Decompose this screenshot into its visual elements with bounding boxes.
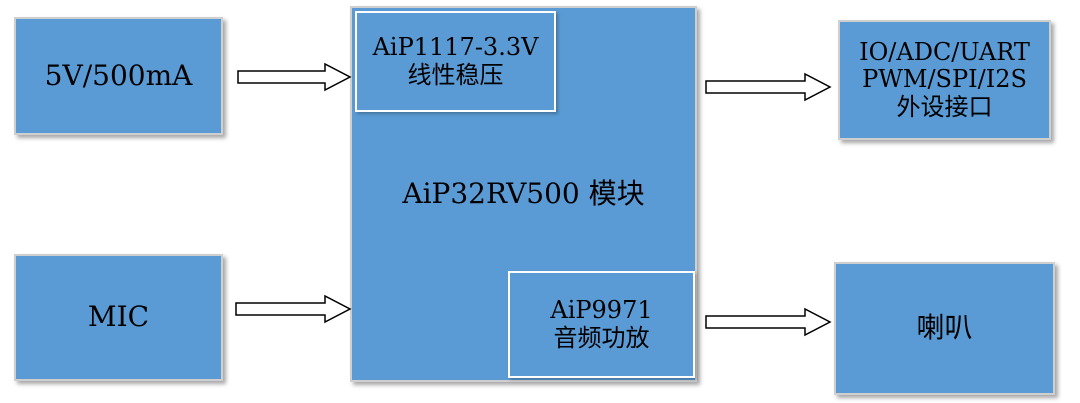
regulator-label: AiP1117-3.3V 线性稳压 — [372, 32, 539, 89]
power-input-box: 5V/500mA — [14, 17, 223, 135]
audio-amp-box: AiP9971 音频功放 — [508, 271, 695, 378]
audio-amp-label: AiP9971 音频功放 — [550, 295, 653, 352]
mic-input-label: MIC — [87, 300, 150, 334]
audio-amp-part-number: AiP9971 — [550, 295, 653, 324]
arrow-power-to-regulator — [237, 62, 352, 92]
peripherals-line-1: IO/ADC/UART — [859, 37, 1030, 66]
arrow-module-to-peripherals — [705, 72, 832, 102]
mic-input-box: MIC — [14, 254, 223, 381]
power-input-label: 5V/500mA — [44, 58, 193, 92]
speaker-box: 喇叭 — [834, 262, 1055, 395]
regulator-description: 线性稳压 — [407, 60, 504, 89]
speaker-label: 喇叭 — [916, 311, 973, 345]
arrow-mic-to-module — [235, 294, 352, 324]
peripherals-line-3: 外设接口 — [896, 92, 993, 121]
regulator-part-number: AiP1117-3.3V — [372, 32, 539, 61]
main-module-label: AiP32RV500 模块 — [402, 176, 645, 210]
regulator-box: AiP1117-3.3V 线性稳压 — [355, 11, 556, 112]
audio-amp-description: 音频功放 — [553, 323, 650, 352]
peripherals-line-2: PWM/SPI/I2S — [862, 65, 1027, 94]
peripherals-box: IO/ADC/UART PWM/SPI/I2S 外设接口 — [838, 20, 1051, 140]
peripherals-label: IO/ADC/UART PWM/SPI/I2S 外设接口 — [859, 37, 1030, 122]
arrow-amp-to-speaker — [705, 307, 832, 337]
